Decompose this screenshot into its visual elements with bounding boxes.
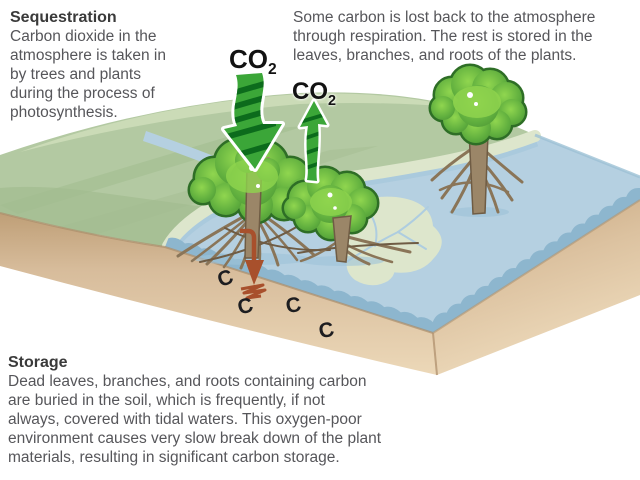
storage-text: Dead leaves, branches, and roots contain…	[8, 373, 382, 466]
storage-heading: Storage	[8, 354, 68, 371]
co2-label-up: CO2	[292, 78, 337, 109]
soil-face-left	[0, 212, 437, 375]
respiration-text: Some carbon is lost back to the atmosphe…	[293, 9, 596, 64]
mangrove-tree-right	[428, 63, 528, 217]
sequestration-text: Carbon dioxide in the atmosphere is take…	[10, 28, 166, 121]
co2-label-down: CO2	[229, 44, 277, 79]
soil-face-right	[432, 199, 640, 376]
sequestration-heading: Sequestration	[10, 9, 117, 26]
co2-up-arrow-icon	[297, 98, 330, 184]
water-edge-wave-right	[433, 133, 640, 333]
co2-down-arrow-icon	[221, 70, 285, 172]
carbon-burial-arrow-icon	[240, 228, 267, 300]
